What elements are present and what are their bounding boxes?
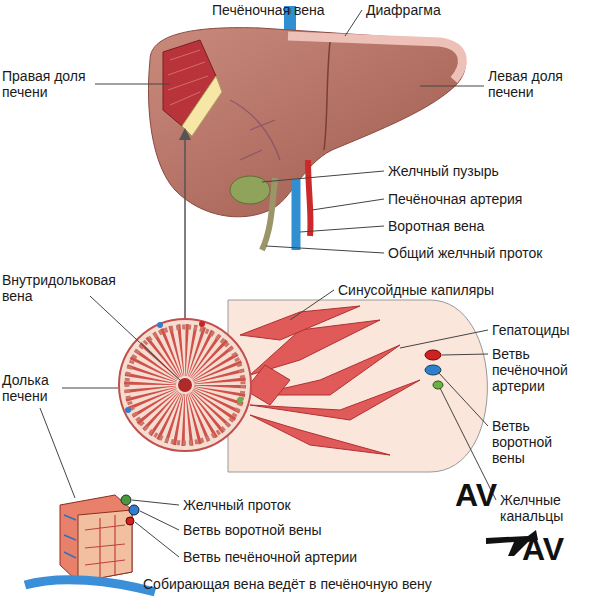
part-label: Ветвь воротной вены bbox=[492, 418, 568, 466]
part-label: Правая доля печени bbox=[2, 68, 94, 100]
part-label: Печёночная вена bbox=[212, 2, 325, 18]
part-label: Желчный проток bbox=[183, 497, 291, 513]
part-label: Внутридольковая вена bbox=[2, 272, 120, 304]
diaphragm bbox=[288, 36, 462, 80]
watermark: AV bbox=[522, 532, 564, 566]
watermark: AV bbox=[455, 478, 497, 512]
part-label: Общий желчный проток bbox=[388, 245, 542, 261]
part-label: Ветвь печёночной артерии bbox=[492, 346, 580, 394]
part-label: Левая доля печени bbox=[488, 68, 580, 100]
part-label: Желчные канальцы bbox=[500, 492, 578, 524]
part-label: Синусойдные капиляры bbox=[338, 282, 494, 298]
bile-duct bbox=[262, 178, 275, 250]
part-label: Печёночная артерия bbox=[388, 191, 522, 207]
part-label: Диафрагма bbox=[366, 2, 441, 18]
part-label: Ветвь воротной вены bbox=[183, 522, 322, 538]
part-label: Желчный пузырь bbox=[388, 163, 499, 179]
part-label: Собирающая вена ведёт в печёночную вену bbox=[143, 576, 432, 592]
part-label: Долька печени bbox=[2, 372, 64, 404]
part-label: Воротная вена bbox=[388, 218, 484, 234]
part-label: Гепатоциды bbox=[492, 322, 570, 338]
part-label: Ветвь печёночной артерии bbox=[183, 549, 357, 565]
